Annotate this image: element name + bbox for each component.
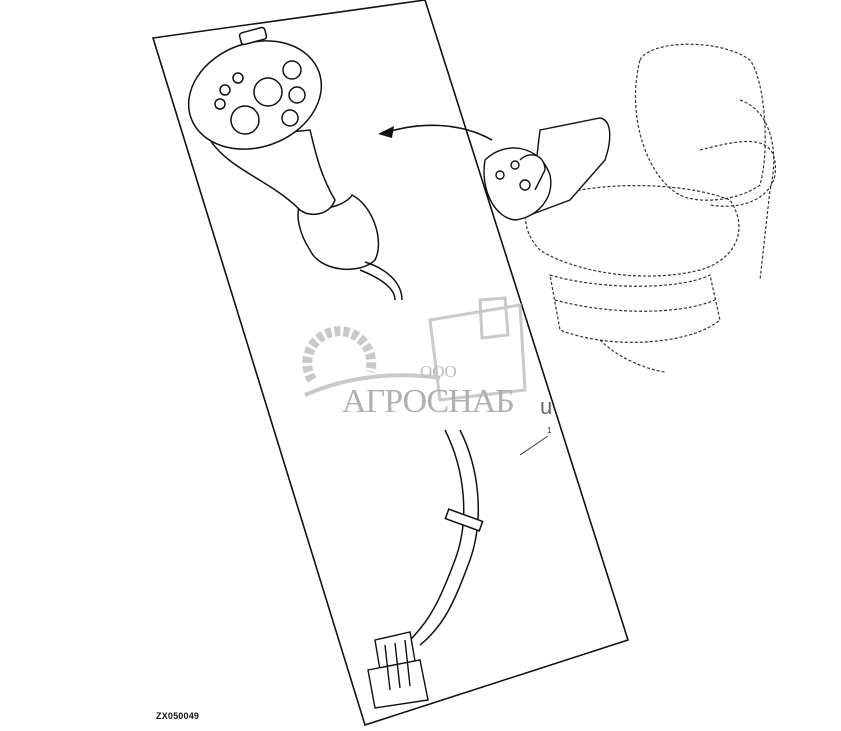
watermark-suffix: u <box>540 394 553 419</box>
callout-number: 1 <box>547 426 552 435</box>
watermark-name: АГРОСНАБ <box>342 383 515 420</box>
figure-id-label: ZX050049 <box>156 711 200 721</box>
callout-leader <box>519 435 549 456</box>
armrest-console <box>483 117 611 221</box>
watermark-prefix: ООО <box>420 362 457 381</box>
arrow-head <box>378 126 394 138</box>
detail-panel-outline <box>151 0 630 727</box>
wiring-harness <box>359 261 484 646</box>
pointer-arrow <box>387 124 493 141</box>
operator-seat <box>525 43 776 373</box>
joystick-handle <box>187 26 380 271</box>
connector <box>367 631 429 709</box>
watermark-logo <box>302 296 527 402</box>
